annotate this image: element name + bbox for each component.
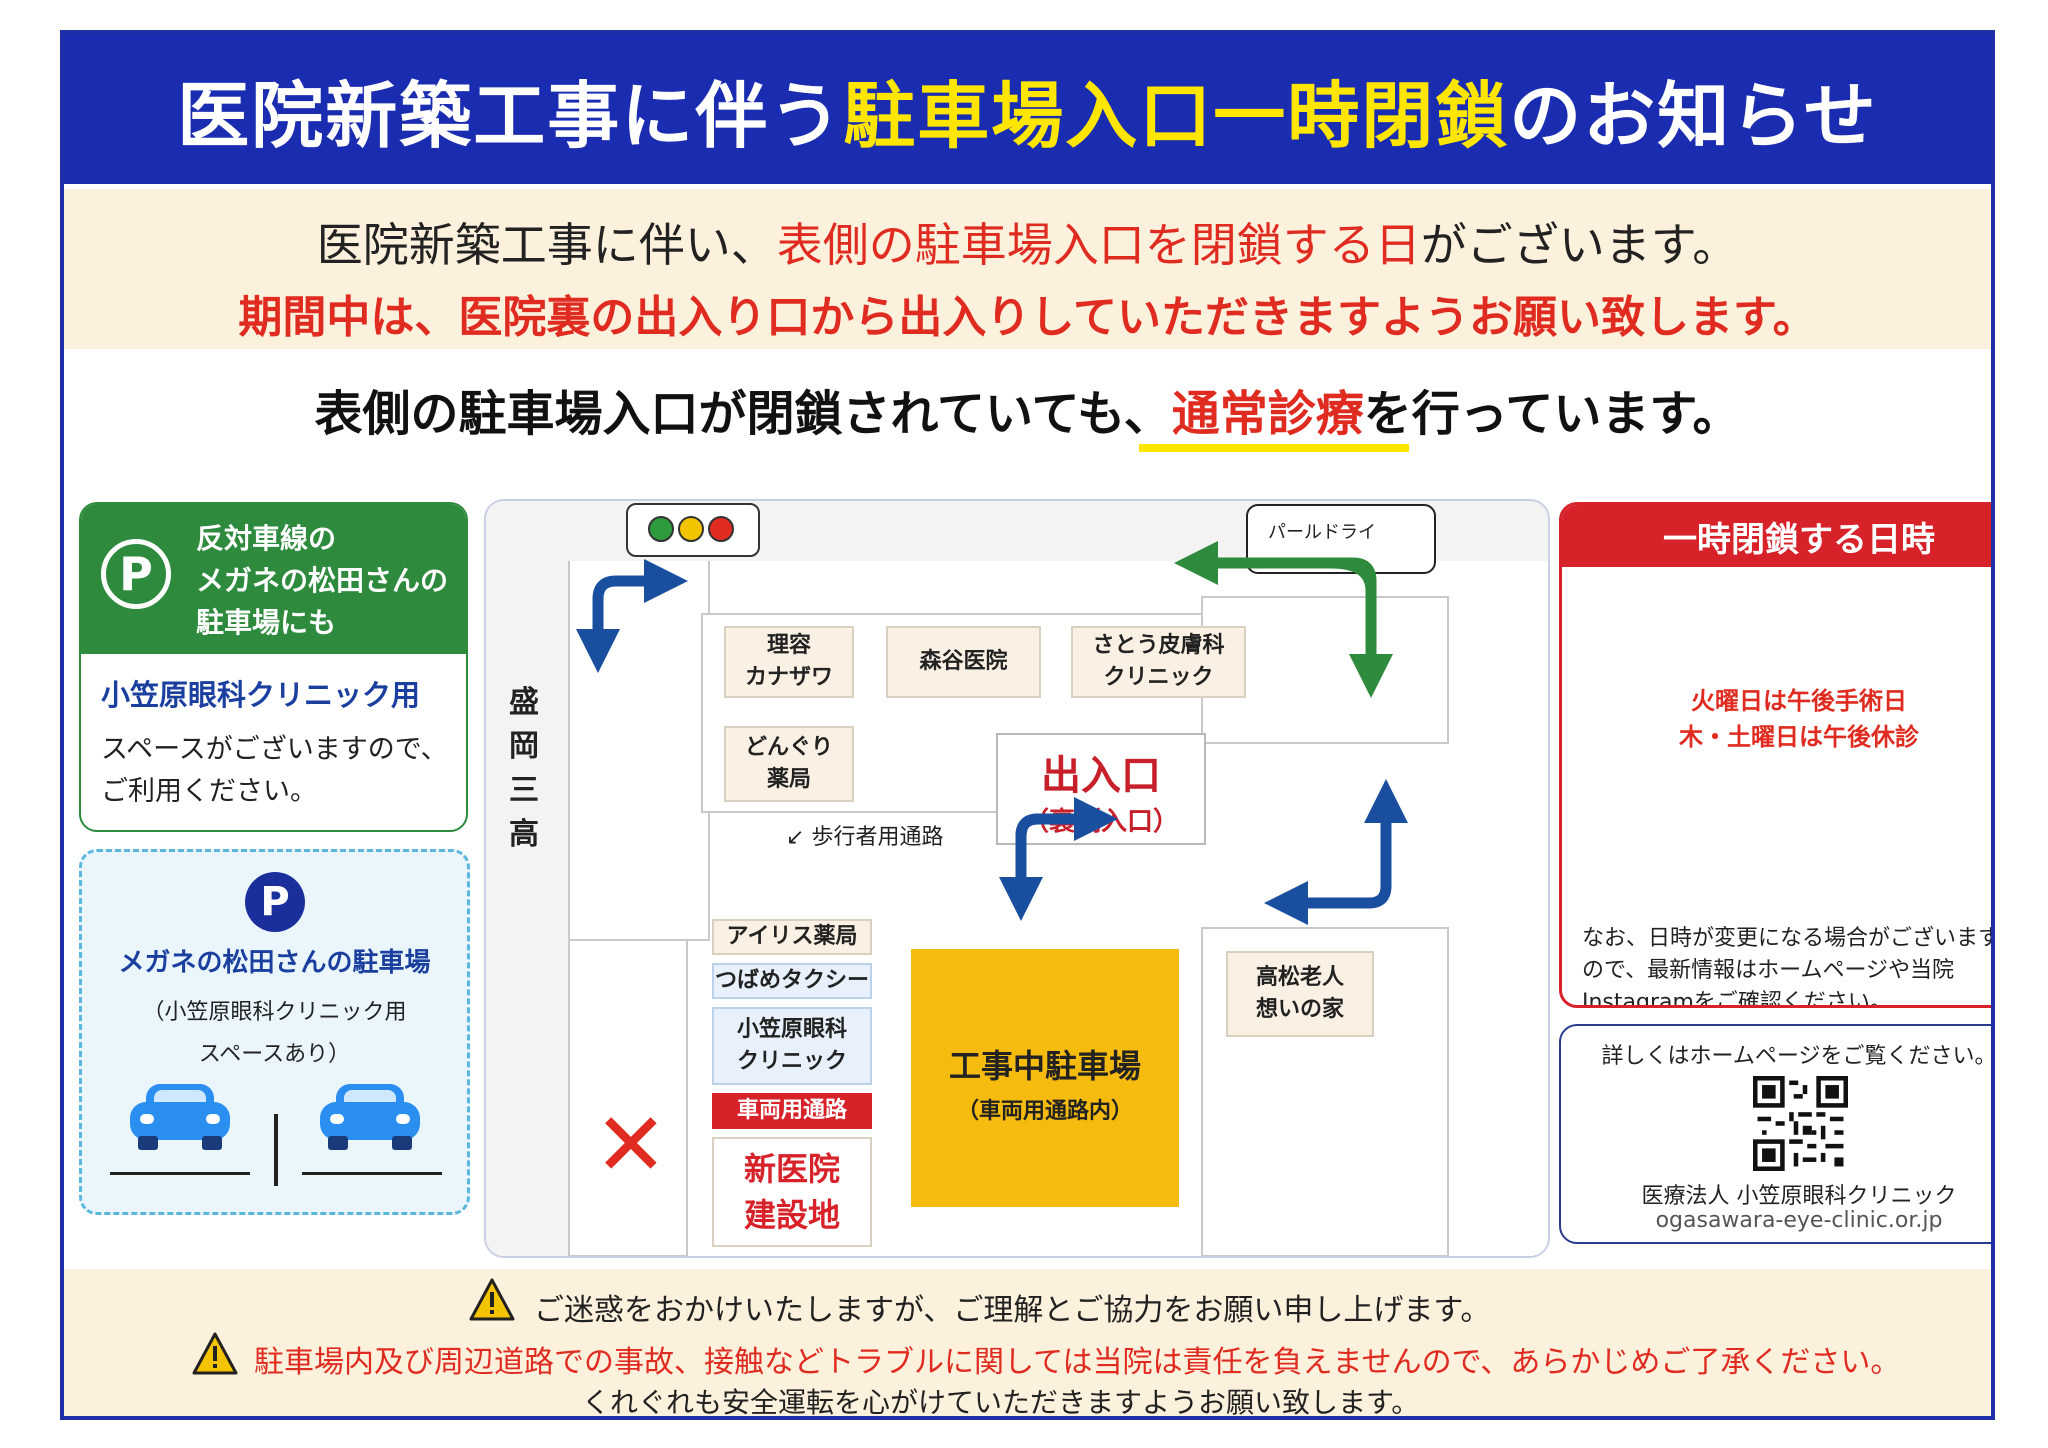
matsuda-parking-panel: P メガネの松田さんの駐車場 （小笠原眼科クリニック用 スペースあり）	[79, 849, 470, 1215]
blue-arrow-entrance-down	[999, 813, 1056, 921]
site-map: パールドライ 盛 岡 三 高 理容カナザワ 森谷医院 さとう皮膚科クリニック ど…	[484, 499, 1550, 1258]
header-bar: 医院新築工事に伴う駐車場入口一時閉鎖のお知らせ	[64, 34, 1991, 184]
green-arrow-top-right	[1174, 541, 1377, 611]
closure-note: なお、日時が変更になる場合がございます ので、最新情報はホームページや当院 In…	[1582, 926, 1995, 1008]
shop-moriya-clinic: 森谷医院	[886, 626, 1041, 698]
normal-service-emphasis: 通常診療	[1171, 386, 1364, 442]
map-block	[568, 941, 688, 1256]
notice-frame: 医院新築工事に伴う駐車場入口一時閉鎖のお知らせ 医院新築工事に伴い、表側の駐車場…	[60, 30, 1995, 1420]
shop-iris-pharmacy: アイリス薬局	[712, 919, 872, 955]
green-arrow-down-right	[1330, 557, 1393, 698]
vehicle-road-label: 車両用通路	[712, 1093, 872, 1129]
matsuda-parking-subtitle: （小笠原眼科クリニック用 スペースあり）	[142, 1000, 407, 1067]
intro-line-1: 医院新築工事に伴い、表側の駐車場入口を閉鎖する日がございます。	[316, 218, 1739, 272]
street-label: 盛 岡 三 高	[509, 685, 539, 852]
blue-arrow-right-up	[1264, 851, 1392, 925]
parking-icon: P	[245, 872, 305, 932]
construction-parking-sublabel: （車両用通路内）	[956, 1099, 1133, 1124]
map-block	[568, 561, 710, 941]
traffic-light-icon	[626, 503, 760, 557]
closure-schedule-title: 一時閉鎖する日時	[1562, 505, 1991, 567]
closure-schedule-panel: 一時閉鎖する日時 火曜日は午後手術日 木・土曜日は午後休診 なお、日時が変更にな…	[1559, 502, 1995, 1008]
page-title: 医院新築工事に伴う駐車場入口一時閉鎖のお知らせ	[177, 73, 1878, 158]
bottom-safe-driving-text: くれぐれも安全運転を心がけていただきますようお願い致します。	[582, 1386, 1420, 1419]
route-arrows	[576, 541, 1408, 925]
shop-sato-dermatology: さとう皮膚科クリニック	[1071, 626, 1246, 698]
bottom-warning-band: ご迷惑をおかけいたしますが、ご理解とご協力をお願い申し上げます。 駐車場内及び周…	[64, 1269, 1991, 1419]
shop-donguri-pharmacy: どんぐり薬局	[724, 726, 854, 802]
parking-line	[110, 1172, 250, 1175]
shop-riyou-kanazawa: 理容カナザワ	[724, 626, 854, 698]
website-info-panel: 詳しくはホームページをご覧ください。 医療法人 小笠原眼科クリニック ogasa…	[1559, 1024, 1995, 1244]
closed-x-icon: ✕	[594, 1093, 668, 1196]
opposite-parking-panel: P 反対車線の メガネの松田さんの 駐車場にも 小笠原眼科クリニック用 スペース…	[79, 502, 468, 832]
ogasawara-clinic-label: 小笠原眼科クリニック	[712, 1007, 872, 1085]
walkway-label: ↙ 歩行者用通路	[786, 825, 944, 850]
clinic-url[interactable]: ogasawara-eye-clinic.or.jp	[1655, 1208, 1943, 1233]
clinic-org-name: 医療法人 小笠原眼科クリニック	[1641, 1184, 1957, 1209]
website-info-text: 詳しくはホームページをご覧ください。	[1601, 1044, 1995, 1069]
warning-icon	[469, 1278, 515, 1321]
opposite-parking-heading: 反対車線の メガネの松田さんの 駐車場にも	[196, 522, 449, 639]
warning-icon	[192, 1332, 238, 1375]
construction-parking-label: 工事中駐車場	[948, 1047, 1141, 1085]
bottom-apology-text: ご迷惑をおかけいたしますが、ご理解とご協力をお願い申し上げます。	[534, 1293, 1491, 1328]
blue-arrow-entrance	[1015, 797, 1118, 876]
new-building-site-label: 新医院建設地	[712, 1137, 872, 1247]
title-highlight: 駐車場入口一時閉鎖	[843, 73, 1510, 158]
matsuda-parking-title: メガネの松田さんの駐車場	[118, 948, 431, 978]
blue-arrow-top-left	[576, 575, 666, 673]
qr-code-icon[interactable]	[1753, 1076, 1848, 1171]
opposite-parking-body: スペースがございますので、 ご利用ください。	[101, 734, 448, 807]
closure-days: 火曜日は午後手術日 木・土曜日は午後休診	[1679, 686, 1919, 751]
road-left	[486, 501, 568, 1256]
intro-line-2: 期間中は、医院裏の出入り口から出入りしていただきますようお願い致します。	[238, 292, 1817, 343]
emphasis-underline	[1139, 444, 1409, 452]
car-icon	[130, 1084, 230, 1154]
bottom-liability-text: 駐車場内及び周辺道路での事故、接触などトラブルに関しては当院は責任を負えませんの…	[254, 1345, 1901, 1380]
car-icon	[320, 1084, 420, 1154]
shop-tsubame-taxi: つばめタクシー	[712, 963, 872, 999]
parking-divider	[274, 1114, 278, 1186]
intro-band: 医院新築工事に伴い、表側の駐車場入口を閉鎖する日がございます。 期間中は、医院裏…	[64, 189, 1991, 349]
construction-parking-area	[911, 949, 1179, 1207]
normal-service-notice: 表側の駐車場入口が閉鎖されていても、通常診療を行っています。	[314, 386, 1741, 442]
opposite-parking-header: P 反対車線の メガネの松田さんの 駐車場にも	[81, 504, 466, 654]
parking-line	[302, 1172, 442, 1175]
takamatsu-elderly-home-label: 高松老人想いの家	[1226, 951, 1374, 1037]
clinic-space-label: 小笠原眼科クリニック用	[101, 678, 421, 712]
parking-icon: P	[101, 539, 171, 609]
